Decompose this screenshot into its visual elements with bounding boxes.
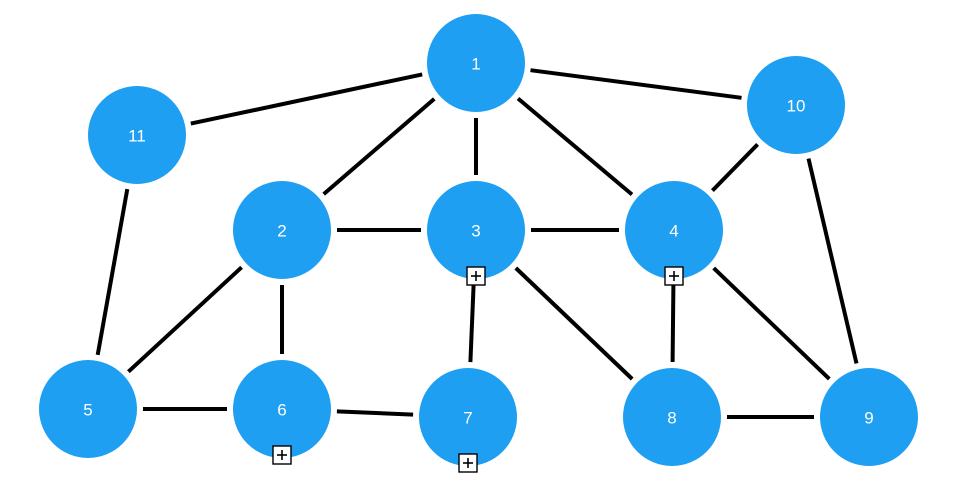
edge-3-7 (468, 284, 476, 363)
edge-1-4 (516, 96, 634, 197)
plus-box-icon[interactable] (466, 266, 486, 286)
node-10[interactable]: 10 (747, 56, 845, 154)
node-circle (623, 368, 721, 466)
edge-2-5 (127, 265, 243, 374)
node-label: 11 (128, 127, 146, 146)
node-6[interactable]: 6 (233, 360, 331, 465)
node-9[interactable]: 9 (820, 368, 918, 466)
edge-1-2 (322, 97, 436, 196)
node-2[interactable]: 2 (233, 181, 331, 279)
node-7[interactable]: 7 (419, 368, 517, 473)
node-circle (419, 368, 517, 466)
node-circle (427, 181, 525, 279)
node-8[interactable]: 8 (623, 368, 721, 466)
node-label: 1 (471, 55, 480, 74)
plus-box-icon[interactable] (458, 453, 478, 473)
node-circle (233, 181, 331, 279)
node-label: 4 (669, 222, 678, 241)
node-label: 3 (471, 222, 480, 241)
node-1[interactable]: 1 (427, 14, 525, 112)
edge-10-4 (710, 143, 760, 192)
node-label: 6 (277, 401, 286, 420)
node-5[interactable]: 5 (39, 360, 137, 458)
node-11[interactable]: 11 (88, 86, 186, 184)
node-circle (427, 14, 525, 112)
edge-11-5 (95, 188, 130, 356)
node-circle (625, 181, 723, 279)
node-3[interactable]: 3 (427, 181, 525, 286)
node-circle (233, 360, 331, 458)
node-4[interactable]: 4 (625, 181, 723, 286)
node-label: 5 (83, 401, 92, 420)
edge-4-8 (670, 284, 676, 363)
edge-3-8 (514, 266, 634, 381)
edges-layer (95, 68, 859, 419)
node-label: 7 (463, 409, 472, 428)
node-circle (88, 86, 186, 184)
node-circle (39, 360, 137, 458)
edge-4-9 (712, 266, 831, 381)
edge-10-9 (806, 158, 859, 364)
node-label: 8 (667, 409, 676, 428)
edge-1-10 (530, 68, 742, 100)
nodes-layer: 1 2 3 4 5 6 7 8 9 10 11 (39, 14, 918, 473)
node-label: 9 (864, 409, 873, 428)
plus-box-icon[interactable] (664, 266, 684, 286)
plus-box-icon[interactable] (272, 445, 292, 465)
node-label: 10 (787, 97, 806, 116)
edge-1-11 (190, 72, 423, 126)
edge-6-7 (336, 409, 414, 417)
node-label: 2 (277, 222, 286, 241)
node-circle (747, 56, 845, 154)
node-circle (820, 368, 918, 466)
